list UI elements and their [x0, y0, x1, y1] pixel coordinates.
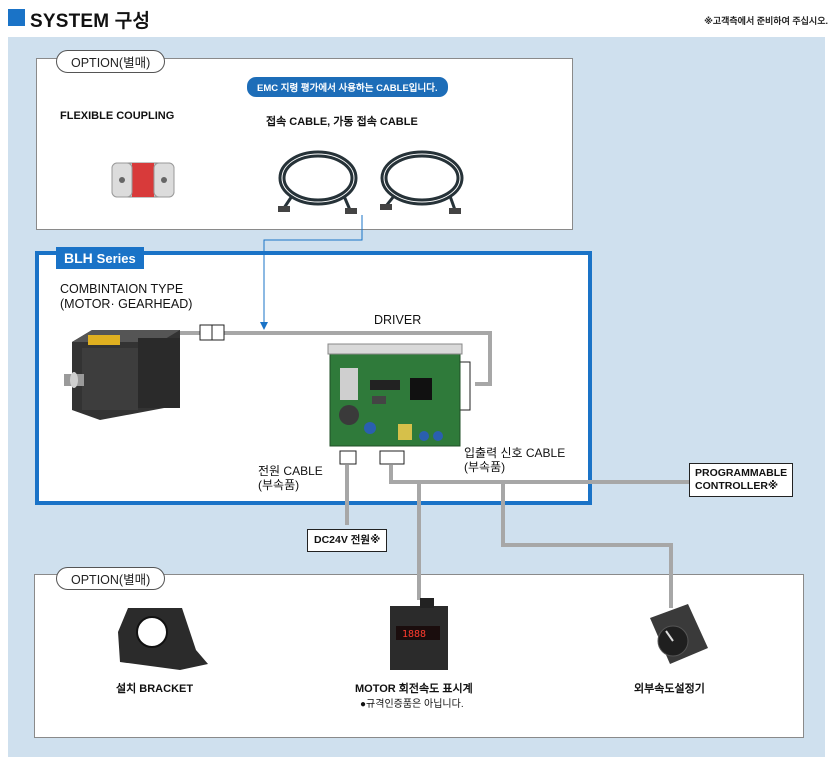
cable-label: 접속 CABLE, 가동 접속 CABLE — [266, 116, 418, 128]
speed-display-image: 1888 — [390, 598, 448, 670]
page-title: SYSTEM 구성 — [30, 11, 151, 32]
emc-badge: EMC 지령 평가에서 사용하는 CABLE입니다. — [247, 77, 448, 97]
option-top-pill: OPTION(별매) — [56, 50, 166, 73]
speed-setter-image — [650, 604, 708, 664]
mounting-bracket-image — [118, 608, 208, 670]
plc-label-line1: PROGRAMMABLE — [695, 467, 788, 479]
io-wire-setter — [501, 482, 673, 608]
driver-board-image — [327, 343, 463, 447]
io-cable-label: 입출력 신호 CABLE (부속품) — [464, 446, 565, 474]
motor-label-line2: (MOTOR· GEARHEAD) — [60, 297, 193, 311]
power-cable-label: 전원 CABLE (부속품) — [258, 464, 323, 492]
driver-label: DRIVER — [374, 313, 422, 327]
blh-tab-bold: BLH — [64, 250, 93, 266]
driver-side-connector — [459, 361, 471, 411]
connection-cable-image — [278, 150, 358, 211]
power-cable-label-line2: (부속품) — [258, 478, 300, 492]
io-cable-label-line2: (부속품) — [464, 460, 506, 474]
power-supply-box: DC24V 전원※ — [307, 529, 388, 552]
header-note: ※고객측에서 준비하여 주십시오. — [704, 16, 828, 26]
bracket-label: 설치 BRACKET — [116, 683, 194, 695]
motor-driver-wire — [178, 331, 492, 386]
extension-cable-image — [380, 150, 464, 211]
motor-label-line1: COMBINTAION TYPE — [60, 282, 184, 296]
cable-pointer-arrow — [260, 322, 268, 330]
io-cable-label-line1: 입출력 신호 CABLE — [464, 446, 566, 460]
title-marker — [8, 9, 25, 26]
wire-set — [178, 331, 690, 608]
svg-text:1888: 1888 — [402, 629, 426, 640]
io-connector — [379, 450, 405, 465]
io-wire-plc — [389, 465, 690, 484]
flexible-coupling-image — [111, 162, 175, 198]
power-connector — [339, 450, 357, 465]
speed-display-label: MOTOR 회전속도 표시계 — [355, 683, 473, 695]
plc-label-line2: CONTROLLER※ — [695, 480, 779, 492]
speed-display-note: ●규격인증품은 아닙니다. — [360, 699, 464, 710]
coupling-label: FLEXIBLE COUPLING — [60, 110, 175, 122]
motor-connector — [199, 324, 225, 341]
blh-series-tab: BLH Series — [56, 247, 144, 269]
cable-pointer-line — [263, 215, 363, 323]
option-bottom-pill: OPTION(별매) — [56, 567, 166, 590]
motor-label: COMBINTAION TYPE (MOTOR· GEARHEAD) — [60, 282, 192, 312]
power-cable-label-line1: 전원 CABLE — [258, 464, 323, 478]
programmable-controller-box: PROGRAMMABLE CONTROLLER※ — [689, 463, 794, 497]
speed-setter-label: 외부속도설정기 — [634, 683, 705, 695]
blh-tab-rest: Series — [96, 251, 136, 266]
motor-gearhead-image — [64, 330, 180, 420]
